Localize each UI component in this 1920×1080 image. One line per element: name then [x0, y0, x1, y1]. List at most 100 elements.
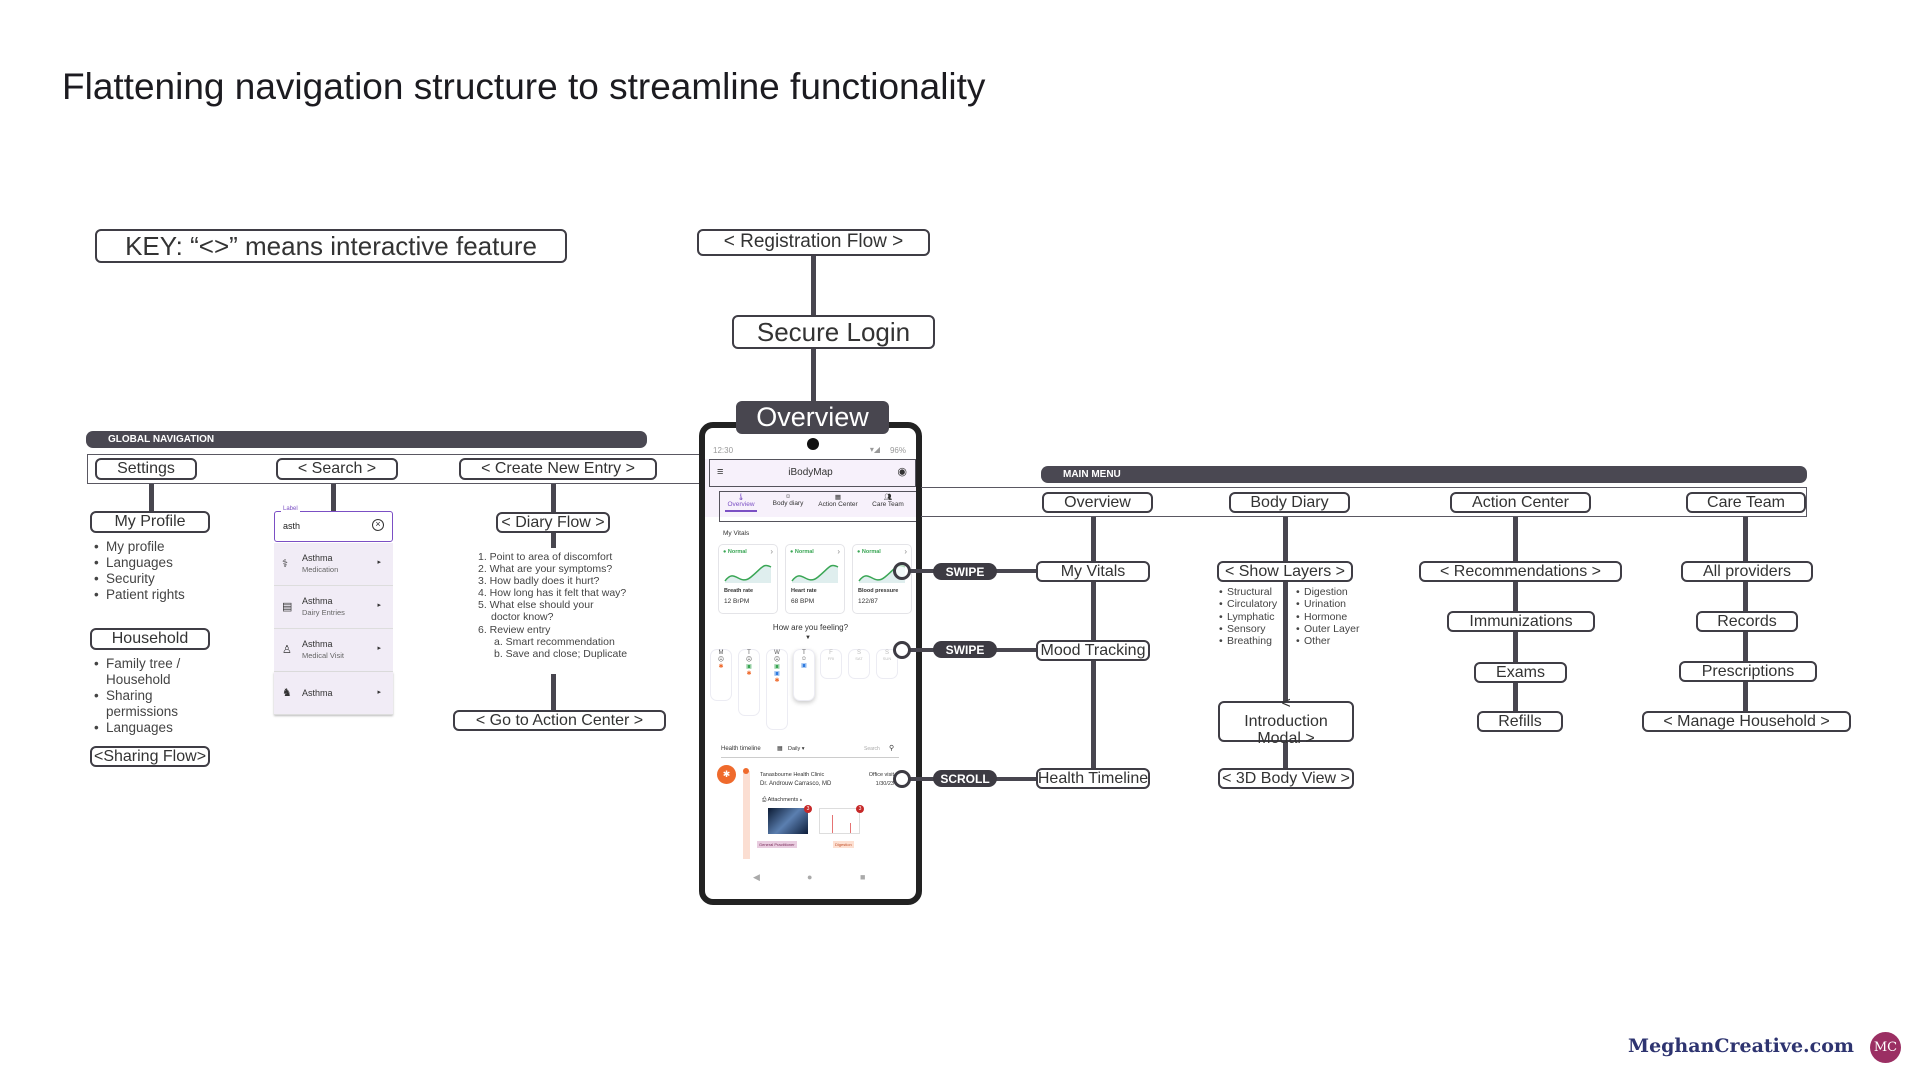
my-profile-node: My Profile — [90, 511, 210, 533]
phone-mockup: 12:30 96% ▾◢ ≡ iBodyMap ◉ 🌡︎Overview ☺Bo… — [699, 422, 922, 905]
records-node: Records — [1696, 611, 1798, 632]
search-result[interactable]: ▤ Asthma Dairy Entries ▸ — [274, 586, 393, 629]
vital-card[interactable]: ● Normal › Heart rate 68 BPM — [785, 544, 845, 614]
badge: 3 — [804, 805, 812, 813]
tab-care-team[interactable]: 👥︎Care Team — [865, 493, 911, 508]
connector — [551, 533, 556, 548]
back-icon[interactable]: ◀ — [753, 872, 760, 882]
chevron-right-icon: ▸ — [377, 689, 381, 696]
timeline-label: Health timeline — [721, 746, 761, 752]
chevron-right-icon: › — [904, 547, 907, 556]
search-icon[interactable]: ⚲ — [889, 745, 895, 752]
mood-day[interactable]: T☹▣✱ — [738, 649, 760, 716]
search-input[interactable]: Label asth × — [274, 506, 393, 542]
result-subtitle: Medical Visit — [302, 651, 344, 660]
vital-card[interactable]: ● Normal › Breath rate 12 BrPM — [718, 544, 778, 614]
attachments-toggle[interactable]: ⎙ Attachments ▴ — [762, 797, 803, 803]
tag: Digestion — [833, 841, 854, 848]
group-icon: 👥︎ — [883, 494, 893, 501]
filter-dropdown[interactable]: Daily ▾ — [788, 746, 805, 752]
active-tab-indicator — [725, 510, 757, 512]
home-icon[interactable]: ● — [807, 872, 813, 882]
tag: General Practitioner — [757, 841, 797, 848]
3d-body-view-node: < 3D Body View > — [1218, 768, 1354, 789]
step: 2. What are your symptoms? — [478, 563, 613, 576]
mood-day[interactable]: M☹✱ — [710, 649, 732, 701]
tab-body-diary[interactable]: ☺Body diary — [766, 493, 810, 507]
key-legend: KEY: “<>” means interactive feature — [95, 229, 567, 263]
account-icon[interactable]: ◉ — [897, 466, 907, 478]
main-menu-header: MAIN MENU — [1041, 466, 1807, 483]
diary-icon: ▤ — [282, 601, 293, 613]
digestion-icon: ✱ — [717, 765, 736, 784]
registration-flow-node: < Registration Flow > — [697, 229, 930, 256]
list-item: Structural — [1217, 586, 1277, 599]
list-item: Sharing permissions — [92, 688, 212, 720]
calendar-icon: ▦ — [834, 494, 842, 501]
caret-down-icon[interactable]: ▼ — [805, 635, 811, 641]
search-result[interactable]: ⚕ Asthma Medication ▸ — [274, 543, 393, 586]
brand-logo: MC — [1870, 1032, 1901, 1063]
list-item: Circulatory — [1217, 598, 1277, 611]
status-normal: ● Normal — [723, 549, 747, 555]
layers-list-b: Digestion Urination Hormone Outer Layer … — [1294, 586, 1359, 648]
connector — [149, 484, 154, 511]
site-name[interactable]: MeghanCreative.com — [1628, 1035, 1854, 1057]
list-item: Family tree / Household — [92, 656, 212, 688]
event-date: 1/30/23 — [875, 781, 894, 787]
event-doctor: Dr. Androuw Carrasco, MD — [760, 781, 832, 787]
result-title: Asthma — [302, 553, 333, 563]
vital-value: 122/87 — [858, 598, 878, 605]
medication-icon: ⚕ — [282, 558, 288, 570]
vital-value: 68 BPM — [791, 598, 815, 605]
tab-label: Overview — [727, 501, 755, 508]
global-navigation-header: GLOBAL NAVIGATION — [86, 431, 647, 448]
clear-icon[interactable]: × — [372, 519, 384, 531]
menu-icon[interactable]: ≡ — [717, 466, 724, 478]
search-result[interactable]: ♙ Asthma Medical Visit ▸ — [274, 629, 393, 672]
app-bar-outline — [709, 459, 916, 487]
go-to-action-center-node: < Go to Action Center > — [453, 710, 666, 731]
vitals-label: My Vitals — [723, 530, 750, 537]
layers-list-a: Structural Circulatory Lymphatic Sensory… — [1217, 586, 1277, 648]
vital-name: Heart rate — [791, 588, 817, 594]
action-center-node: Action Center — [1450, 492, 1591, 513]
step: 1. Point to area of discomfort — [478, 551, 613, 563]
list-item: Other — [1294, 635, 1359, 648]
connector — [551, 674, 556, 710]
recents-icon[interactable]: ■ — [860, 872, 866, 882]
sparkline — [791, 564, 839, 583]
app-header — [705, 459, 916, 517]
timeline-header: Health timeline ▦ Daily ▾ Search ⚲ — [721, 744, 899, 758]
body-diary-node: Body Diary — [1229, 492, 1350, 513]
health-timeline-node: Health Timeline — [1036, 768, 1150, 789]
app-title: iBodyMap — [788, 467, 833, 478]
household-items-list: Family tree / Household Sharing permissi… — [92, 656, 212, 736]
xray-thumbnail[interactable] — [768, 808, 808, 834]
mood-prompt: How are you feeling? — [772, 623, 849, 632]
search-result[interactable]: ♞ Asthma ▸ — [274, 672, 393, 715]
list-item: Patient rights — [92, 587, 185, 603]
search-field-label: Label — [281, 506, 300, 512]
secure-login-node: Secure Login — [732, 315, 935, 349]
overview-node: Overview — [1042, 492, 1153, 513]
mood-day[interactable]: W☹▣▣✱ — [766, 649, 788, 730]
chart-thumbnail[interactable] — [819, 808, 860, 834]
tab-overview[interactable]: 🌡︎Overview — [721, 493, 761, 512]
timeline-search[interactable]: Search — [864, 746, 880, 752]
introduction-modal-node: < Introduction Modal > — [1218, 695, 1354, 747]
step: 5. What else should your — [478, 599, 594, 612]
mood-day-today[interactable]: T☺▣ — [793, 649, 815, 701]
list-item: Languages — [92, 555, 185, 571]
mood-tracking-node: Mood Tracking — [1036, 640, 1150, 661]
sharing-flow-node: <Sharing Flow> — [90, 746, 210, 767]
vital-name: Blood pressure — [858, 588, 899, 594]
scroll-hotspot — [893, 770, 911, 788]
search-value: asth — [283, 521, 301, 531]
tab-action-center[interactable]: ▦Action Center — [813, 493, 863, 508]
tab-bar-outline — [719, 491, 916, 522]
list-item: Security — [92, 571, 185, 587]
